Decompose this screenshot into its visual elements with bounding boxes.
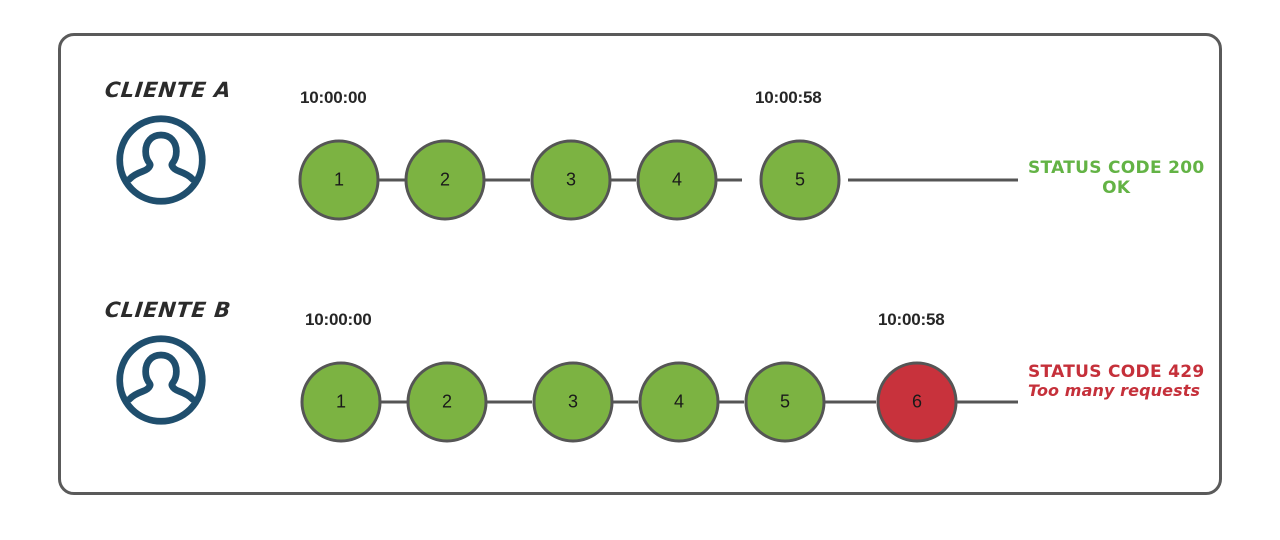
node-number: 2 — [439, 169, 451, 190]
client-row-cliente-b: CLIENTE B — [0, 290, 1280, 480]
node-number: 5 — [794, 169, 806, 190]
status-code-b: STATUS CODE 429 — [1028, 362, 1205, 382]
timeline-b: 1 2 3 4 5 6 — [0, 290, 1280, 480]
diagram-frame — [58, 33, 1222, 495]
status-message-a: OK — [1102, 178, 1131, 199]
person-icon — [113, 332, 209, 428]
node-number: 1 — [333, 169, 345, 190]
timeline-a: 1 2 3 4 5 — [0, 70, 1280, 260]
status-message-b: Too many requests — [1028, 381, 1201, 401]
timestamp-end-b: 10:00:58 — [878, 310, 945, 329]
node-number: 4 — [673, 391, 685, 412]
timestamp-start-a: 10:00:00 — [300, 88, 367, 107]
status-badge-b: STATUS CODE 429 Too many requests — [1028, 362, 1204, 401]
person-icon — [113, 112, 209, 208]
node-number: 6 — [911, 391, 923, 412]
node-number: 5 — [779, 391, 791, 412]
node-number: 4 — [671, 169, 683, 190]
node-number: 2 — [441, 391, 453, 412]
client-row-cliente-a: CLIENTE A 1 — [0, 70, 1280, 260]
node-number: 1 — [335, 391, 347, 412]
timestamp-end-a: 10:00:58 — [755, 88, 822, 107]
node-number: 3 — [567, 391, 579, 412]
timestamp-start-b: 10:00:00 — [305, 310, 372, 329]
status-code-a: STATUS CODE 200 — [1028, 158, 1205, 178]
status-badge-a: STATUS CODE 200 OK — [1028, 158, 1204, 198]
node-number: 3 — [565, 169, 577, 190]
